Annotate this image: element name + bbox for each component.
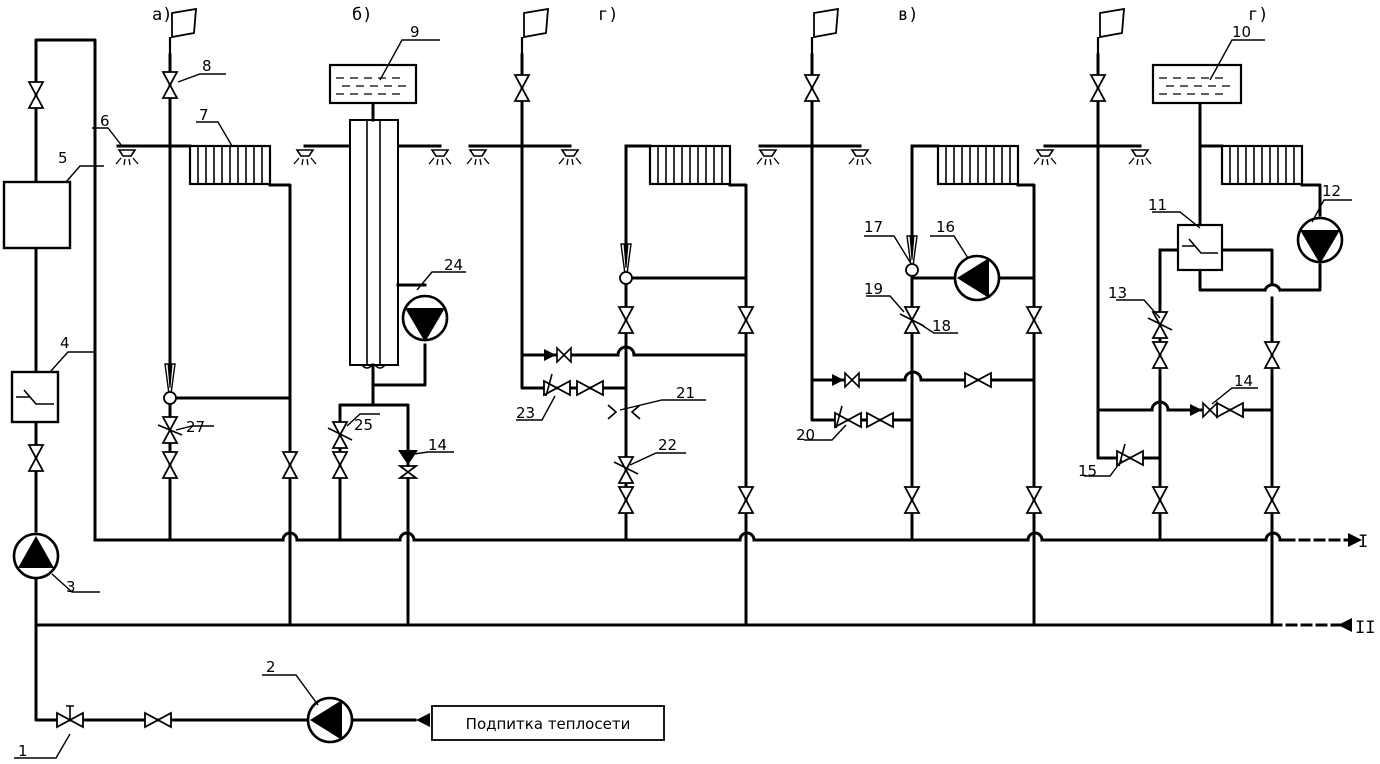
label-18: 18 xyxy=(932,317,951,335)
sprinkler-icon xyxy=(466,149,490,166)
label-14-left: 14 xyxy=(428,436,447,454)
label-11: 11 xyxy=(1148,196,1167,214)
sprinkler-icon xyxy=(293,149,317,166)
pump-icon xyxy=(1296,216,1344,264)
label-3: 3 xyxy=(66,578,76,596)
sprinkler-icon xyxy=(756,149,780,166)
section-label-b: б) xyxy=(352,5,372,25)
sprinkler-icon xyxy=(1033,149,1057,166)
label-21: 21 xyxy=(676,384,695,402)
label-6: 6 xyxy=(100,112,110,130)
sprinkler-icon xyxy=(428,149,452,166)
radiator-icon xyxy=(188,144,272,186)
label-1: 1 xyxy=(18,742,28,760)
label-16: 16 xyxy=(936,218,955,236)
label-27: 27 xyxy=(186,418,205,436)
valve-icon xyxy=(804,74,1042,514)
label-10: 10 xyxy=(1232,23,1251,41)
label-24: 24 xyxy=(444,256,463,274)
pump-icon xyxy=(401,294,449,342)
label-17: 17 xyxy=(864,218,883,236)
heat-exchanger-icon xyxy=(1176,223,1224,272)
valve-icon xyxy=(514,74,754,514)
makeup-label: Подпитка теплосети xyxy=(466,715,631,733)
elevator-nozzle-icon xyxy=(163,363,177,405)
valve-icon xyxy=(157,71,298,479)
supply-line-label: I xyxy=(1358,532,1368,552)
faucet-icon xyxy=(1096,7,1126,57)
elevator-nozzle-icon xyxy=(619,243,633,285)
return-line-label: II xyxy=(1355,618,1375,638)
pump-icon xyxy=(306,696,354,744)
section-label-a: а) xyxy=(152,5,172,25)
elevator-nozzle-icon xyxy=(905,235,919,277)
sprinkler-icon xyxy=(1128,149,1152,166)
label-13: 13 xyxy=(1108,284,1127,302)
heat-exchanger-icon xyxy=(10,370,60,424)
label-12: 12 xyxy=(1322,182,1341,200)
section-label-v: в) xyxy=(898,5,918,25)
label-15: 15 xyxy=(1078,462,1097,480)
radiator-icon xyxy=(648,144,732,186)
check-valve-icon xyxy=(544,346,572,364)
label-25: 25 xyxy=(354,416,373,434)
equipment-box-5 xyxy=(2,180,72,250)
faucet-icon xyxy=(168,7,198,57)
check-valve-icon xyxy=(1190,401,1218,419)
check-valve-icon xyxy=(832,371,860,389)
label-8: 8 xyxy=(202,57,212,75)
sprinkler-icon xyxy=(558,149,582,166)
pump-icon xyxy=(12,532,60,580)
sprinkler-icon xyxy=(115,149,139,166)
faucet-icon xyxy=(810,7,840,57)
valve-icon xyxy=(327,421,353,479)
label-7: 7 xyxy=(199,106,209,124)
label-14-right: 14 xyxy=(1234,372,1253,390)
section-label-g1: г) xyxy=(598,5,618,25)
valve-icon xyxy=(56,705,172,728)
tank-icon xyxy=(1151,63,1243,105)
label-19: 19 xyxy=(864,280,883,298)
pump-icon xyxy=(953,254,1001,302)
label-4: 4 xyxy=(60,334,70,352)
label-9: 9 xyxy=(410,23,420,41)
faucet-icon xyxy=(520,7,550,57)
tank-icon xyxy=(328,63,418,105)
label-20: 20 xyxy=(796,426,815,444)
label-5: 5 xyxy=(58,149,68,167)
label-22: 22 xyxy=(658,436,677,454)
label-23: 23 xyxy=(516,404,535,422)
leader-lines xyxy=(14,39,1352,759)
radiator-icon xyxy=(936,144,1020,186)
radiator-icon xyxy=(1220,144,1304,186)
sprinkler-icon xyxy=(848,149,872,166)
label-2: 2 xyxy=(266,658,276,676)
check-valve-icon xyxy=(397,450,419,479)
section-label-g2: г) xyxy=(1248,5,1268,25)
